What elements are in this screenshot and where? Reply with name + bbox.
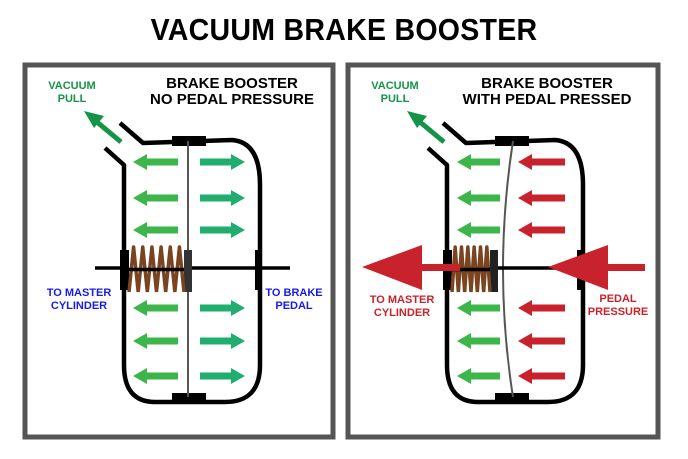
brake-pedal-label-line2: PEDAL [275,300,313,312]
vacuum-arrow-right-icon [200,154,245,170]
atmospheric-pressure-arrow-icon [518,368,565,384]
master-cylinder-label-line2: CYLINDER [51,300,107,312]
vacuum-arrow-right-icon [200,333,245,349]
panel-no-pedal-pressure: BRAKE BOOSTER NO PEDAL PRESSURE VACUUM P… [22,62,336,440]
atmospheric-pressure-arrow-icon [518,333,565,349]
master-cylinder-force-arrow-icon [362,245,460,290]
front-seal [120,250,129,290]
atmospheric-pressure-arrow-icon [518,300,565,316]
vacuum-arrow-left-icon [133,333,178,349]
panel-heading-line1: BRAKE BOOSTER [166,75,298,92]
vacuum-arrow-left-icon [457,368,500,384]
vacuum-arrow-right-icon [200,300,245,316]
pressure-arrows [133,154,245,384]
vacuum-arrow-left-icon [133,190,178,206]
pedal-pressure-label-line2: PRESSURE [588,306,649,318]
vacuum-pull-arrow-icon [407,111,446,144]
panel-with-pedal-pressed: BRAKE BOOSTER WITH PEDAL PRESSED VACUUM … [345,62,661,440]
atmospheric-pressure-arrow-icon [518,154,565,170]
vacuum-pull-arrow-icon [84,111,123,144]
vacuum-arrow-left-icon [457,154,500,170]
panel-heading-line2: NO PEDAL PRESSURE [150,91,314,108]
diagram-title: VACUUM BRAKE BOOSTER [150,12,538,47]
pressure-arrows [457,154,565,384]
booster-housing [426,121,586,405]
vacuum-arrow-left-icon [133,154,178,170]
booster-housing [103,121,263,405]
vacuum-arrow-right-icon [200,222,245,238]
brake-pedal-label-line1: TO BRAKE [265,287,322,299]
diaphragm-clamp-bottom [495,393,529,403]
panel-heading-line2: WITH PEDAL PRESSED [463,91,632,108]
return-spring-icon [127,245,186,293]
vacuum-arrow-left-icon [133,300,178,316]
vacuum-arrow-right-icon [200,368,245,384]
vacuum-arrow-left-icon [457,300,500,316]
vacuum-arrow-left-icon [457,222,500,238]
vacuum-arrow-left-icon [457,190,500,206]
vacuum-label-line1: VACUUM [371,80,418,92]
master-cylinder-label-line1: TO MASTER [47,287,112,299]
diaphragm-plate [490,250,498,292]
pedal-pressure-label-line1: PEDAL [599,293,637,305]
diaphragm-clamp-bottom [172,393,206,403]
vacuum-label-line2: PULL [58,93,87,105]
pedal-pressure-arrow-icon [548,245,645,290]
vacuum-arrow-left-icon [133,222,178,238]
master-cylinder-label-line2: CYLINDER [374,307,430,319]
diaphragm-plate [184,250,192,292]
atmospheric-pressure-arrow-icon [518,222,565,238]
panel-heading-line1: BRAKE BOOSTER [481,75,613,92]
vacuum-arrow-left-icon [457,333,500,349]
vacuum-arrow-left-icon [133,368,178,384]
atmospheric-pressure-arrow-icon [518,190,565,206]
vacuum-label-line2: PULL [381,93,410,105]
vacuum-label-line1: VACUUM [48,80,95,92]
master-cylinder-label-line1: TO MASTER [370,294,435,306]
vacuum-arrow-right-icon [200,190,245,206]
rear-seal [255,250,262,290]
